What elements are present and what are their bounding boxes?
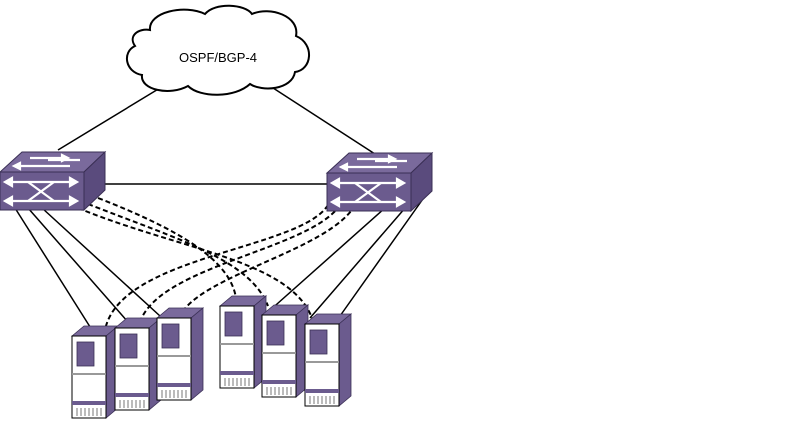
layer3-switch-icon-right: [325, 151, 434, 213]
server-tower-icon-1: [71, 325, 119, 419]
layer3-switch-icon-left: [0, 150, 107, 212]
server-tower-icon-5: [261, 304, 309, 398]
server-tower-icon-2: [114, 317, 162, 411]
cloud-icon: OSPF/BGP-4: [126, 4, 310, 96]
link-cloud-to-switch-left: [57, 87, 161, 151]
solid-links-right: [267, 195, 426, 319]
cloud-label: OSPF/BGP-4: [179, 50, 257, 65]
dashed-links: [77, 197, 356, 331]
server-tower-icon-6: [304, 313, 352, 407]
server-tower-icon-4: [219, 295, 267, 389]
solid-links-left: [14, 207, 161, 331]
link-cloud-to-switch-right: [269, 85, 376, 155]
server-tower-icon-3: [156, 307, 204, 401]
